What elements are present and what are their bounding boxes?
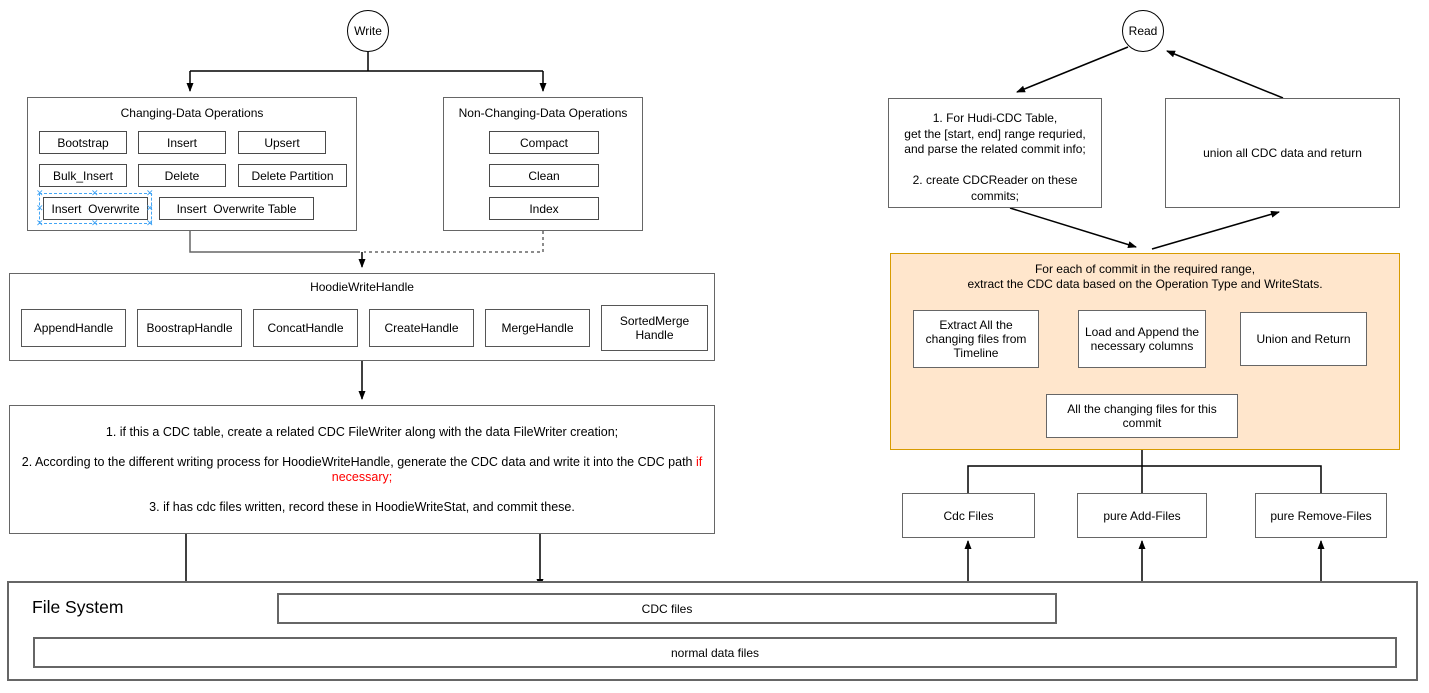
op-insert[interactable]: Insert: [138, 131, 226, 154]
selection-handle-icon[interactable]: ✕: [91, 188, 99, 198]
op-index[interactable]: Index: [489, 197, 599, 220]
op-upsert[interactable]: Upsert: [238, 131, 326, 154]
read-node-label: Read: [1128, 24, 1158, 38]
plan-line: 1. For Hudi-CDC Table,: [932, 111, 1058, 125]
pure-add-files-box[interactable]: pure Add-Files: [1077, 493, 1207, 538]
op-delete[interactable]: Delete: [138, 164, 226, 187]
cdc-step-2: 2. According to the different writing pr…: [21, 454, 703, 484]
selection-handle-icon[interactable]: ✕: [146, 188, 154, 198]
union-all-cdc-box[interactable]: union all CDC data and return: [1165, 98, 1400, 208]
op-bulk-insert[interactable]: Bulk_Insert: [39, 164, 127, 187]
selection-outline: [39, 193, 152, 224]
plan-line: commits;: [971, 188, 1019, 203]
cdc-write-steps-box[interactable]: 1. if this a CDC table, create a related…: [9, 405, 715, 534]
selection-handle-icon[interactable]: ✕: [36, 203, 44, 213]
handle-sorted-merge[interactable]: SortedMerge Handle: [601, 305, 708, 351]
read-plan-box[interactable]: 1. For Hudi-CDC Table, get the [start, e…: [888, 98, 1102, 208]
selection-handle-icon[interactable]: ✕: [36, 218, 44, 228]
non-changing-data-operations-box[interactable]: Non-Changing-Data Operations Compact Cle…: [443, 97, 643, 231]
hoodie-write-handle-title: HoodieWriteHandle: [310, 280, 414, 294]
op-insert-overwrite-table[interactable]: Insert Overwrite Table: [159, 197, 314, 220]
pure-remove-files-box[interactable]: pure Remove-Files: [1255, 493, 1387, 538]
cdc-files-bar-label: CDC files: [641, 601, 693, 616]
cdc-files-bar[interactable]: CDC files: [277, 593, 1057, 624]
changing-data-operations-title: Changing-Data Operations: [120, 106, 264, 120]
cdc-step-1: 1. if this a CDC table, create a related…: [105, 424, 619, 439]
op-bootstrap[interactable]: Bootstrap: [39, 131, 127, 154]
cdc-step-3: 3. if has cdc files written, record thes…: [149, 499, 575, 514]
selection-handle-icon[interactable]: ✕: [146, 203, 154, 213]
file-system-title: File System: [32, 597, 124, 617]
normal-data-files-bar[interactable]: normal data files: [33, 637, 1397, 668]
write-node[interactable]: Write: [347, 10, 389, 52]
selection-handle-icon[interactable]: ✕: [91, 218, 99, 228]
load-append-columns-box[interactable]: Load and Append the necessary columns: [1078, 310, 1206, 368]
changing-data-operations-box[interactable]: Changing-Data Operations Bootstrap Inser…: [27, 97, 357, 231]
handle-row: AppendHandle BoostrapHandle ConcatHandle…: [21, 305, 708, 351]
plan-line: get the [start, end] range requried,: [904, 126, 1086, 141]
op-clean[interactable]: Clean: [489, 164, 599, 187]
extract-changing-files-box[interactable]: Extract All the changing files from Time…: [913, 310, 1039, 368]
handle-append[interactable]: AppendHandle: [21, 309, 126, 347]
normal-data-files-bar-label: normal data files: [670, 645, 760, 660]
write-node-label: Write: [354, 24, 382, 38]
selection-handle-icon[interactable]: ✕: [36, 188, 44, 198]
if-necessary-highlight: if necessary;: [331, 454, 703, 484]
handle-create[interactable]: CreateHandle: [369, 309, 474, 347]
handle-concat[interactable]: ConcatHandle: [253, 309, 358, 347]
selection-handle-icon[interactable]: ✕: [146, 218, 154, 228]
plan-line: 2. create CDCReader on these: [912, 173, 1078, 187]
cdc-files-box[interactable]: Cdc Files: [902, 493, 1035, 538]
op-insert-overwrite[interactable]: Insert Overwrite: [43, 197, 148, 220]
plan-line: and parse the related commit info;: [904, 142, 1086, 156]
non-changing-data-operations-title: Non-Changing-Data Operations: [458, 106, 628, 120]
union-all-cdc-label: union all CDC data and return: [1203, 146, 1362, 160]
union-and-return-box[interactable]: Union and Return: [1240, 312, 1367, 366]
all-changing-files-box[interactable]: All the changing files for this commit: [1046, 394, 1238, 438]
hoodie-write-handle-box[interactable]: HoodieWriteHandle AppendHandle BoostrapH…: [9, 273, 715, 361]
op-compact[interactable]: Compact: [489, 131, 599, 154]
op-delete-partition[interactable]: Delete Partition: [238, 164, 347, 187]
read-node[interactable]: Read: [1122, 10, 1164, 52]
handle-merge[interactable]: MergeHandle: [485, 309, 590, 347]
extract-cdc-panel-title: For each of commit in the required range…: [967, 262, 1323, 291]
handle-boostrap[interactable]: BoostrapHandle: [137, 309, 242, 347]
